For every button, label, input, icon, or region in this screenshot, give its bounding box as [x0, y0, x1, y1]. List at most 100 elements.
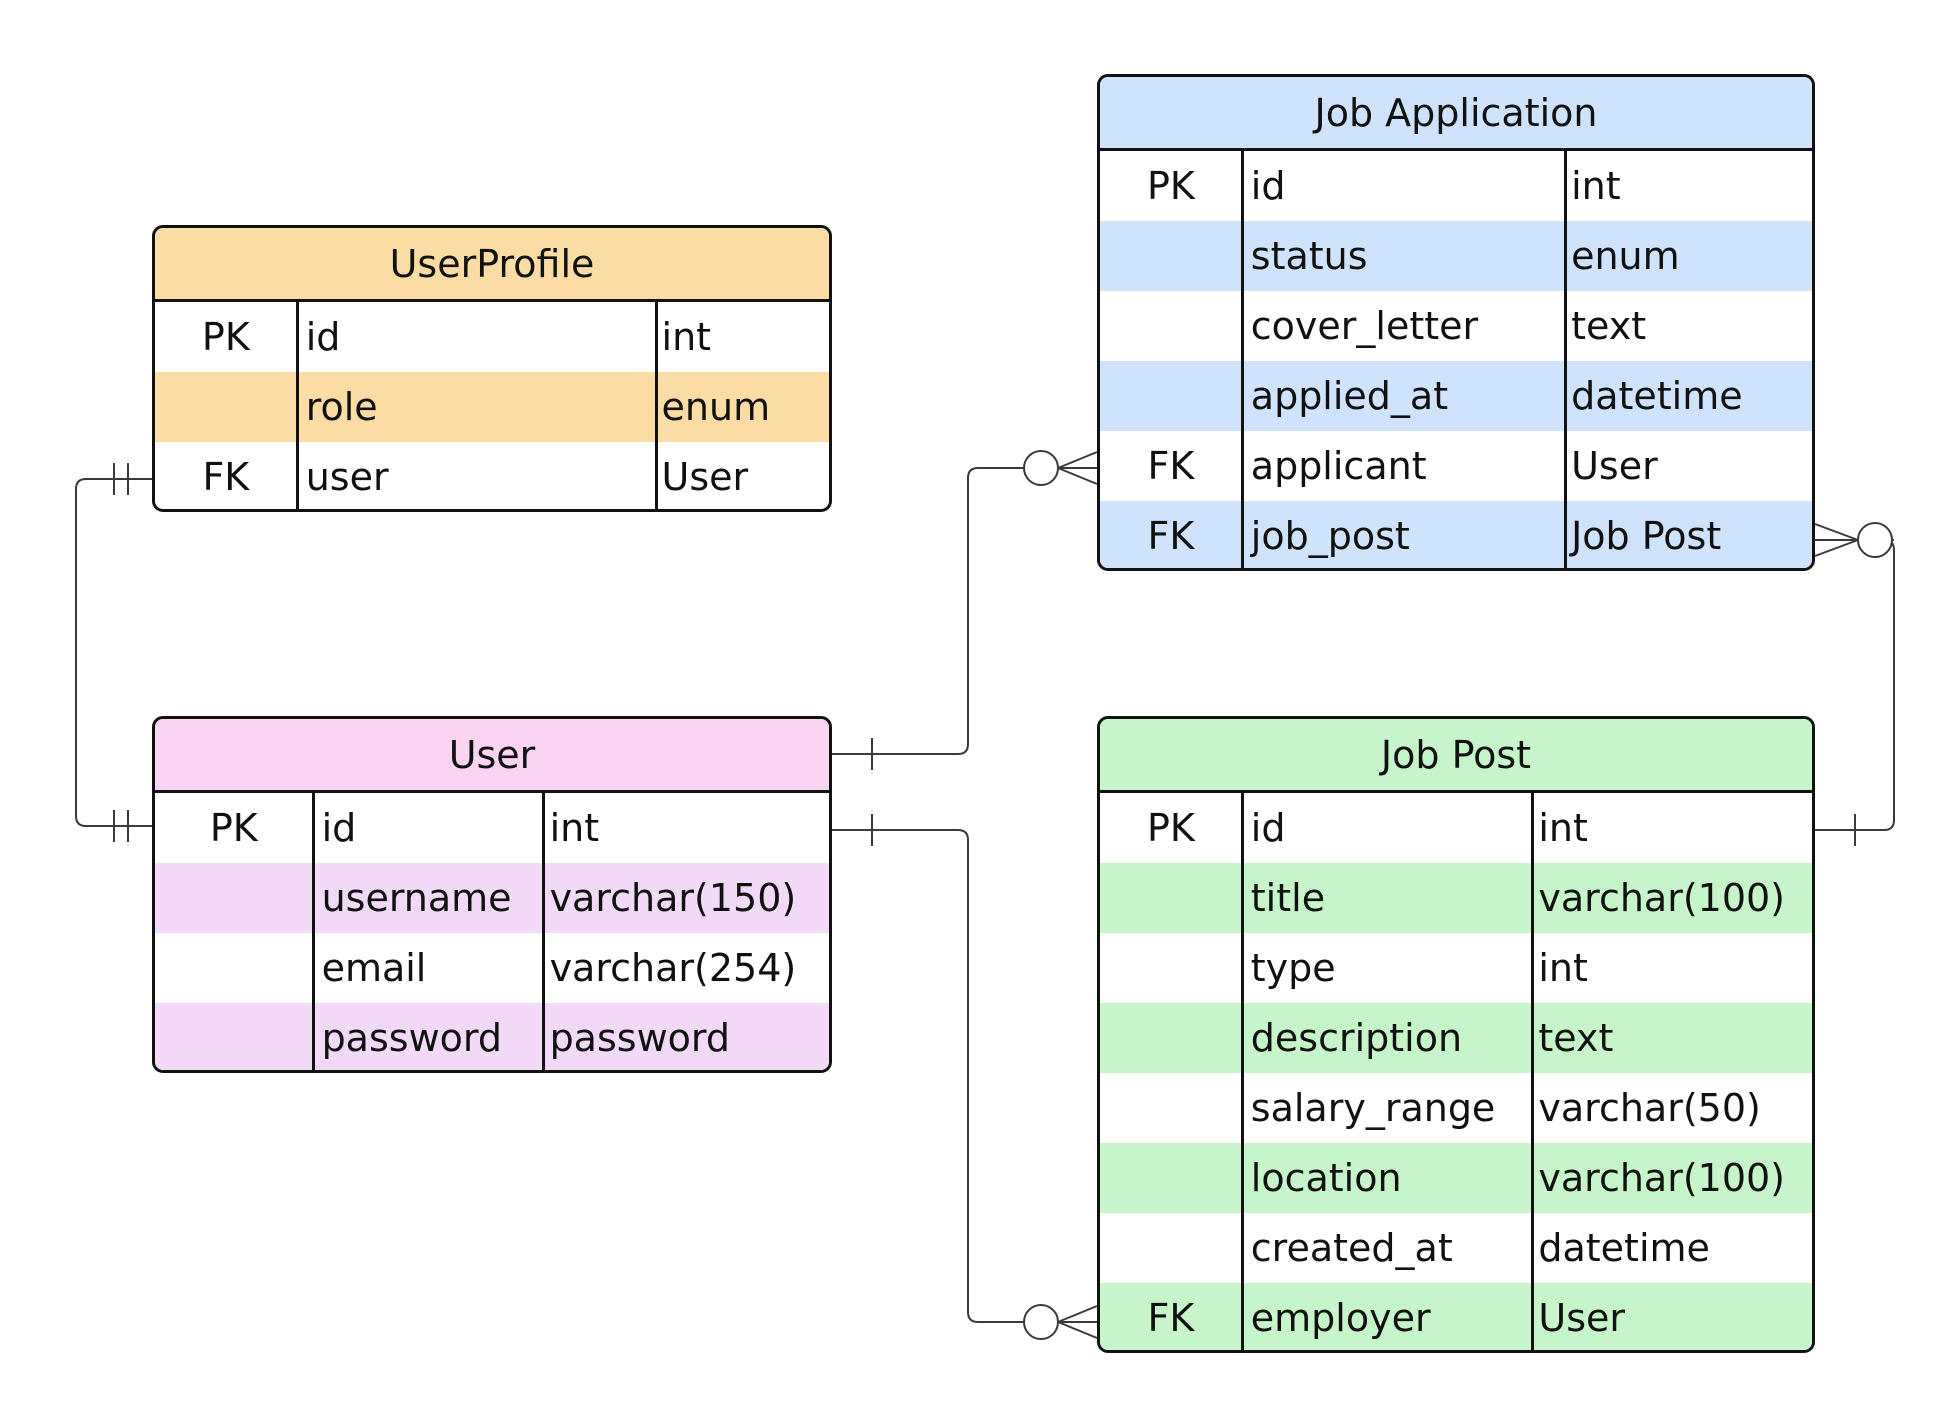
- entity-row: type int: [1100, 933, 1812, 1003]
- cell-type: User: [1571, 444, 1658, 488]
- cardinality-many-mark: [1057, 1305, 1098, 1339]
- entity-title: User: [155, 719, 829, 793]
- cell-type: int: [1571, 164, 1621, 208]
- column-divider: [312, 793, 315, 1070]
- entity-body: PK id int username varchar(150) email varchar(…: [155, 793, 829, 1070]
- column-divider: [296, 302, 299, 509]
- cell-type: varchar(100): [1538, 1156, 1786, 1200]
- cell-name: id: [321, 806, 357, 850]
- cell-type: int: [661, 315, 712, 359]
- cell-name: title: [1250, 876, 1326, 920]
- cell-name: role: [305, 385, 378, 429]
- cell-type: text: [1571, 304, 1647, 348]
- cell-type: varchar(254): [549, 946, 797, 990]
- connector-job-post-job-application: [1815, 539, 1895, 831]
- cardinality-zero-mark: [1023, 450, 1059, 486]
- entity-row: PK id int: [155, 793, 829, 863]
- cell-key: FK: [202, 455, 250, 499]
- cell-name: id: [1250, 806, 1286, 850]
- cell-key: PK: [201, 315, 250, 359]
- entity-title: Job Post: [1100, 719, 1812, 793]
- column-divider: [655, 302, 658, 509]
- cell-name: type: [1250, 946, 1336, 990]
- cell-key: [155, 863, 313, 933]
- column-divider: [542, 793, 545, 1070]
- cell-key: [1100, 361, 1242, 431]
- entity-title: UserProfile: [155, 228, 829, 302]
- cell-key: FK: [1147, 514, 1195, 558]
- cell-type: text: [1538, 1016, 1614, 1060]
- cell-name: id: [305, 315, 341, 359]
- cardinality-many-mark: [1057, 451, 1098, 485]
- cell-name: employer: [1250, 1296, 1431, 1340]
- entity-row: location varchar(100): [1100, 1143, 1812, 1213]
- cardinality-zero-mark: [1857, 522, 1893, 558]
- cell-key: [155, 1003, 313, 1070]
- cell-name: email: [321, 946, 427, 990]
- cell-type: enum: [1571, 234, 1680, 278]
- cell-type: int: [549, 806, 600, 850]
- cell-name: id: [1250, 164, 1286, 208]
- column-divider: [1531, 793, 1534, 1350]
- connector-userprofile-user: [75, 478, 152, 827]
- cell-key: [1100, 863, 1242, 933]
- cell-key: [1100, 1143, 1242, 1213]
- cell-name: password: [321, 1016, 502, 1060]
- cell-key: [1100, 933, 1242, 1003]
- cell-key: [1100, 1073, 1242, 1143]
- cell-type: datetime: [1571, 374, 1743, 418]
- entity-row: created_at datetime: [1100, 1213, 1812, 1283]
- entity-title: Job Application: [1100, 77, 1812, 151]
- entity-row: description text: [1100, 1003, 1812, 1073]
- cell-name: location: [1250, 1156, 1402, 1200]
- cell-name: user: [305, 455, 389, 499]
- entity-row: PK id int: [155, 302, 829, 372]
- cell-key: [1100, 221, 1242, 291]
- cell-name: username: [321, 876, 512, 920]
- column-divider: [1241, 793, 1244, 1350]
- cell-key: [1100, 1003, 1242, 1073]
- cell-name: description: [1250, 1016, 1463, 1060]
- entity-row: username varchar(150): [155, 863, 829, 933]
- cell-key: PK: [209, 806, 258, 850]
- cell-type: password: [549, 1016, 730, 1060]
- entity-row: applied_at datetime: [1100, 361, 1812, 431]
- cell-type: User: [661, 455, 749, 499]
- entity-row: status enum: [1100, 221, 1812, 291]
- cell-type: int: [1538, 946, 1588, 990]
- cell-type: varchar(150): [549, 876, 797, 920]
- cell-name: salary_range: [1250, 1086, 1496, 1130]
- column-divider: [1564, 151, 1567, 568]
- cardinality-many-mark: [1814, 523, 1859, 557]
- entity-row: PK id int: [1100, 151, 1812, 221]
- cell-key: PK: [1146, 164, 1195, 208]
- cell-name: applied_at: [1250, 374, 1449, 418]
- cell-name: status: [1250, 234, 1368, 278]
- cell-type: datetime: [1538, 1226, 1710, 1270]
- cell-key: [1100, 1213, 1242, 1283]
- connector-user-job-application: [832, 467, 1024, 755]
- cell-type: User: [1538, 1296, 1625, 1340]
- cell-key: PK: [1146, 806, 1195, 850]
- cell-name: created_at: [1250, 1226, 1453, 1270]
- cell-name: job_post: [1250, 514, 1410, 558]
- cell-name: applicant: [1250, 444, 1427, 488]
- entity-row: FK user User: [155, 442, 829, 509]
- cardinality-zero-mark: [1023, 1304, 1059, 1340]
